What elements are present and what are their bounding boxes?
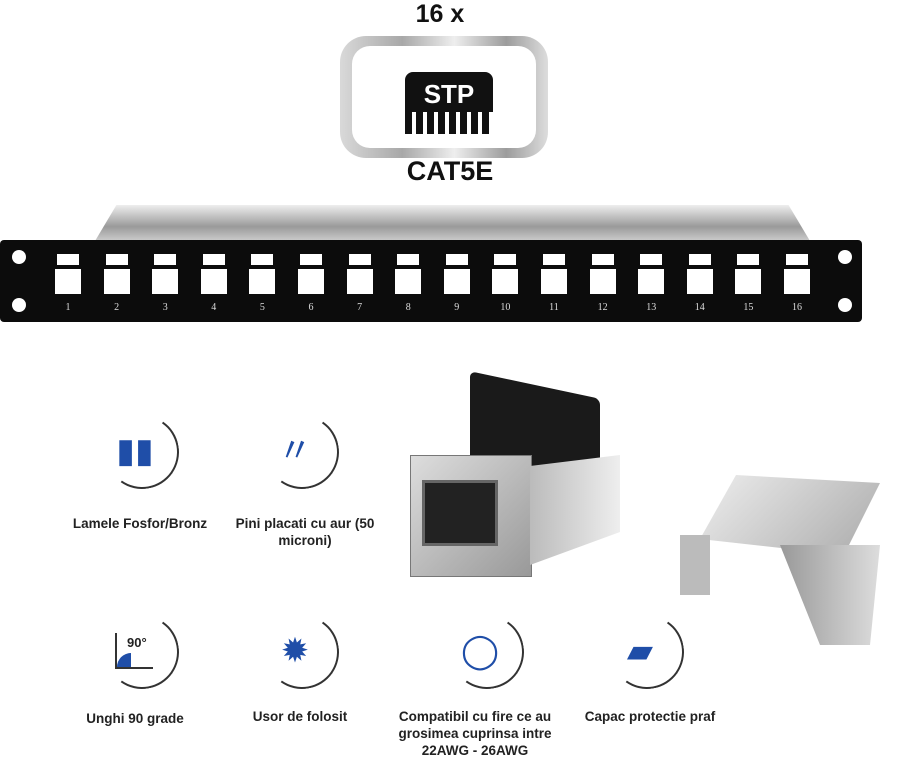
port-number: 13 (646, 302, 657, 313)
contact-blades-icon: ▮▮ (116, 432, 154, 470)
port-count: 16 x (415, 0, 465, 28)
feature-icon-4: ✹ (259, 609, 385, 695)
stp-label: STP (405, 72, 493, 114)
feature-icon-5: ◯ (444, 609, 570, 695)
port-number: 12 (597, 302, 608, 313)
port-number: 15 (743, 302, 754, 313)
keystone-port (103, 254, 130, 296)
dust-cover-image (670, 455, 900, 650)
keystone-port (492, 254, 519, 296)
angle-90-icon: 90° (113, 631, 157, 671)
keystone-port (443, 254, 470, 296)
feature-icon-2: 〃 (259, 409, 385, 495)
feature-icon-6: ▰ (604, 609, 730, 695)
cable-coil-icon: ◯ (460, 632, 500, 670)
port-number: 16 (792, 302, 802, 313)
keystone-port (395, 254, 422, 296)
port-number: 14 (694, 302, 705, 313)
stp-connector-icon: STP (405, 72, 493, 134)
gear-icon: ✹ (280, 632, 310, 670)
port-number: 2 (114, 302, 120, 313)
gold-pins-icon: 〃 (278, 432, 312, 470)
keystone-port (589, 254, 616, 296)
keystone-port (541, 254, 567, 296)
keystone-port (55, 254, 81, 296)
keystone-port (249, 254, 276, 296)
feature-label: Usor de folosit (252, 709, 348, 724)
port-number: 4 (211, 302, 217, 313)
dust-cover-icon: ▰ (626, 632, 654, 670)
port-number: 11 (549, 302, 559, 313)
port-number: 9 (454, 302, 460, 313)
feature-label: Capac protectie praf (584, 709, 716, 724)
port-number: 1 (65, 302, 71, 313)
feature-label: Pini placati cu aur (50 microni) (235, 516, 375, 548)
keystone-port (200, 254, 227, 296)
keystone-jack-image (400, 371, 640, 585)
feature-icon-3: 90° (99, 609, 225, 695)
feature-icon-1: ▮▮ (99, 409, 225, 495)
feature-label: Compatibil cu fire ce au grosimea cuprin… (398, 709, 552, 758)
keystone-port (346, 254, 373, 296)
panel-rear-rail (95, 205, 810, 241)
port-number: 10 (500, 302, 511, 313)
keystone-port (784, 254, 810, 296)
feature-label: Lamele Fosfor/Bronz (72, 516, 208, 531)
category-label: CAT5E (406, 156, 494, 186)
feature-label: Unghi 90 grade (86, 711, 184, 726)
port-number: 5 (259, 302, 265, 313)
keystone-port (638, 254, 665, 296)
keystone-port (686, 254, 713, 296)
port-number: 3 (162, 302, 168, 313)
keystone-port (152, 254, 179, 296)
keystone-port (298, 254, 324, 296)
keystone-port (735, 254, 762, 296)
port-number: 6 (308, 302, 314, 313)
port-number: 8 (405, 302, 411, 313)
port-number: 7 (357, 302, 363, 313)
